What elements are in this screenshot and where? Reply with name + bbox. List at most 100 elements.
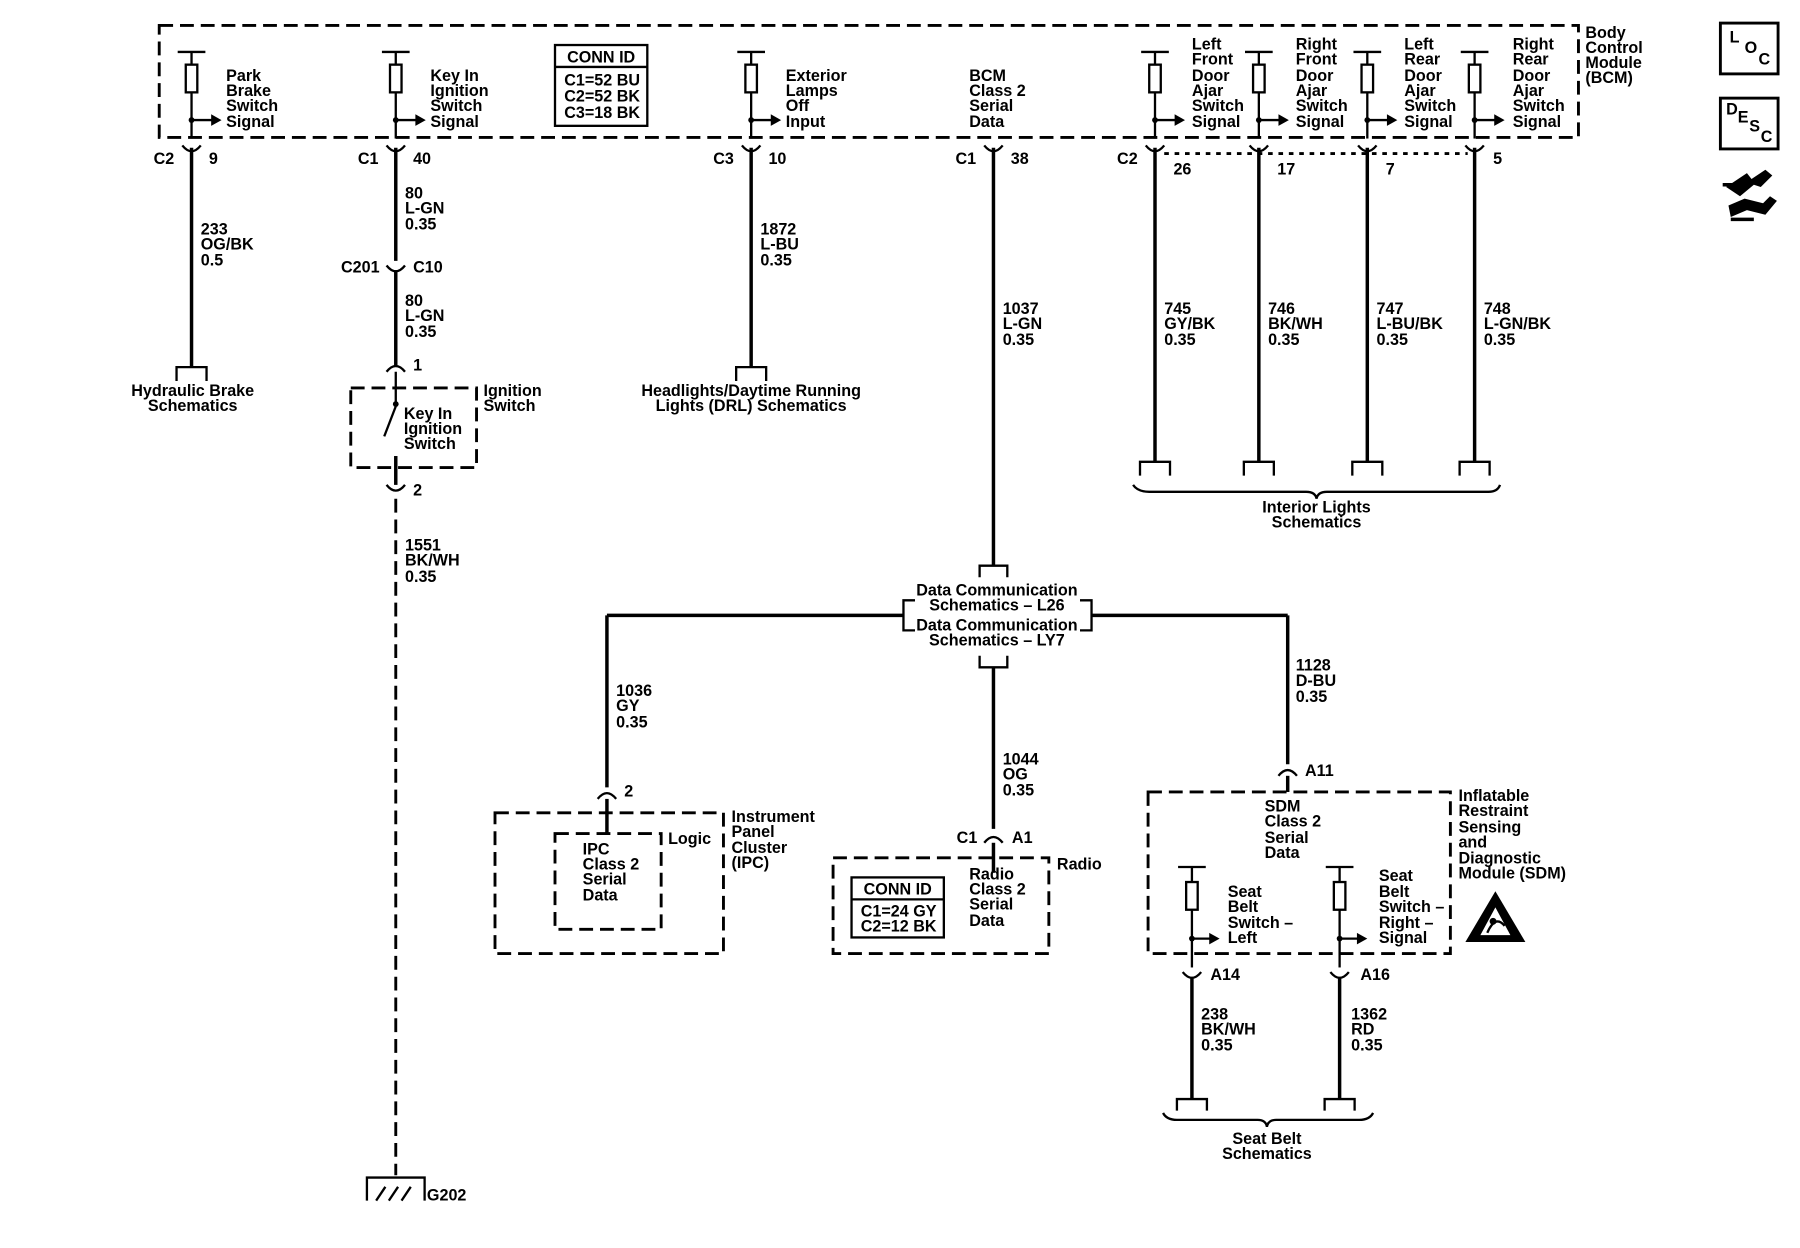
desc-icon[interactable]: D E S C <box>1718 96 1780 151</box>
seat-belt-left-wire-label: 238 BK/WH 0.35 <box>1201 1005 1256 1054</box>
svg-text:1362: 1362 <box>1351 1005 1387 1023</box>
radio-pin: A1 <box>1012 829 1033 847</box>
svg-text:0.35: 0.35 <box>616 713 647 731</box>
svg-text:Ajar: Ajar <box>1192 82 1224 100</box>
left-rear-door-wire-label: 747 L-BU/BK 0.35 <box>1377 300 1444 349</box>
exterior-lamps-label: Exterior Lamps Off Input <box>786 67 848 131</box>
svg-text:Signal: Signal <box>1296 113 1344 131</box>
svg-text:OG/BK: OG/BK <box>201 235 254 253</box>
headlights-drl-destination: Headlights/Daytime Running Lights (DRL) … <box>641 382 861 415</box>
svg-text:Class 2: Class 2 <box>583 855 640 873</box>
svg-text:Class 2: Class 2 <box>969 82 1026 100</box>
svg-text:and: and <box>1458 833 1487 851</box>
exterior-lamps-wire-label: 1872 L-BU 0.35 <box>760 220 799 269</box>
svg-text:RD: RD <box>1351 1020 1374 1038</box>
svg-text:Diagnostic: Diagnostic <box>1458 850 1541 868</box>
svg-text:C2=12 BK: C2=12 BK <box>861 918 937 936</box>
svg-text:E: E <box>1738 108 1749 126</box>
svg-text:Data Communication: Data Communication <box>916 616 1077 634</box>
ignition-ground-circuit: 1551 BK/WH 0.35 G202 <box>365 498 466 1205</box>
svg-text:Switch: Switch <box>1296 97 1348 115</box>
bcm-serial-data-label: BCM Class 2 Serial Data <box>969 67 1026 131</box>
svg-text:748: 748 <box>1484 300 1511 318</box>
ipc-wire-label: 1036 GY 0.35 <box>616 682 652 731</box>
svg-text:SDM: SDM <box>1265 798 1301 816</box>
seat-belt-right-circuit: Seat Belt Switch – Right – Signal A16 13… <box>1323 865 1444 1111</box>
svg-text:Input: Input <box>786 113 826 131</box>
radio-wire-label: 1044 OG 0.35 <box>1003 750 1039 799</box>
radio-conn-id-table: CONN ID C1=24 GY C2=12 BK <box>850 876 945 939</box>
svg-text:0.35: 0.35 <box>1377 331 1408 349</box>
right-rear-door-label: Right Rear Door Ajar Switch Signal <box>1513 36 1565 131</box>
svg-text:L-GN: L-GN <box>405 307 444 325</box>
svg-text:Serial: Serial <box>969 97 1013 115</box>
svg-text:BK/WH: BK/WH <box>1201 1020 1256 1038</box>
svg-text:0.35: 0.35 <box>1296 688 1327 706</box>
svg-text:0.35: 0.35 <box>405 216 436 234</box>
loc-icon[interactable]: L O C <box>1718 21 1780 76</box>
svg-text:Module (SDM): Module (SDM) <box>1458 865 1566 883</box>
sdm-inner-label: SDM Class 2 Serial Data <box>1265 798 1322 862</box>
svg-text:L-GN: L-GN <box>1003 315 1042 333</box>
svg-text:Ignition: Ignition <box>483 382 541 400</box>
svg-text:Seat Belt: Seat Belt <box>1232 1130 1302 1148</box>
bcm-serial-pin: 38 <box>1011 150 1029 168</box>
svg-text:Schematics – L26: Schematics – L26 <box>929 597 1064 615</box>
right-rear-door-pin: 5 <box>1493 150 1502 168</box>
left-rear-door-pin: 7 <box>1386 160 1395 178</box>
svg-text:Signal: Signal <box>1379 929 1427 947</box>
svg-text:Radio: Radio <box>969 866 1014 884</box>
airbag-warning-icon <box>1465 891 1526 943</box>
ignition-ground-wire-label: 1551 BK/WH 0.35 <box>405 537 460 586</box>
inline-connector-c10: C10 <box>413 258 443 276</box>
svg-text:Schematics: Schematics <box>1272 514 1362 532</box>
radio-connector: C1 <box>957 829 978 847</box>
diagnostic-tools-icon[interactable] <box>1722 169 1777 222</box>
radio-inner-label: Radio Class 2 Serial Data <box>969 866 1026 930</box>
svg-text:Ajar: Ajar <box>1296 82 1328 100</box>
svg-text:1872: 1872 <box>760 220 796 238</box>
svg-text:CONN ID: CONN ID <box>864 881 932 899</box>
hydraulic-brake-destination: Hydraulic Brake Schematics <box>131 382 254 415</box>
right-rear-door-circuit: Right Rear Door Ajar Switch Signal 5 748… <box>1458 36 1565 476</box>
bcm-serial-wire-label: 1037 L-GN 0.35 <box>1003 300 1042 349</box>
bcm-module-name: Body Control Module (BCM) <box>1585 24 1642 87</box>
svg-text:Park: Park <box>226 67 261 85</box>
svg-text:Data: Data <box>583 886 619 904</box>
svg-text:(BCM): (BCM) <box>1585 69 1633 87</box>
svg-text:Door: Door <box>1296 67 1334 85</box>
svg-text:C1=52 BU: C1=52 BU <box>564 71 640 89</box>
svg-text:0.35: 0.35 <box>405 568 436 586</box>
data-comm-ly7-label: Data Communication Schematics – LY7 <box>916 616 1077 649</box>
seat-belt-right-wire-label: 1362 RD 0.35 <box>1351 1005 1387 1054</box>
svg-text:Interior Lights: Interior Lights <box>1262 499 1370 517</box>
left-front-door-pin: 26 <box>1173 160 1191 178</box>
park-brake-label: Park Brake Switch Signal <box>226 67 278 131</box>
svg-text:Ajar: Ajar <box>1513 82 1545 100</box>
data-comm-l26-label: Data Communication Schematics – L26 <box>916 582 1077 615</box>
svg-text:Belt: Belt <box>1379 883 1410 901</box>
bcm-serial-data-circuit: BCM Class 2 Serial Data C1 38 1037 L-GN … <box>956 67 1042 566</box>
svg-text:Data: Data <box>1265 844 1301 862</box>
svg-text:Data: Data <box>969 912 1005 930</box>
svg-text:Serial: Serial <box>1265 829 1309 847</box>
svg-text:Seat: Seat <box>1228 883 1263 901</box>
svg-text:238: 238 <box>1201 1005 1228 1023</box>
right-front-door-label: Right Front Door Ajar Switch Signal <box>1296 36 1348 131</box>
seat-belt-right-label: Seat Belt Switch – Right – Signal <box>1379 867 1444 947</box>
svg-text:Door: Door <box>1513 67 1551 85</box>
svg-text:747: 747 <box>1377 300 1404 318</box>
svg-text:Schematics: Schematics <box>148 397 238 415</box>
svg-text:Ignition: Ignition <box>404 420 462 438</box>
interior-lights-destination: Interior Lights Schematics <box>1132 484 1502 532</box>
svg-text:Off: Off <box>786 97 810 115</box>
svg-text:0.35: 0.35 <box>405 323 436 341</box>
svg-text:L-BU/BK: L-BU/BK <box>1377 315 1444 333</box>
svg-text:Signal: Signal <box>226 113 274 131</box>
svg-text:Schematics – LY7: Schematics – LY7 <box>929 631 1065 649</box>
left-front-door-wire-label: 745 GY/BK 0.35 <box>1164 300 1215 349</box>
svg-text:1551: 1551 <box>405 537 441 555</box>
ignition-pin-2: 2 <box>413 481 422 499</box>
data-communication-splice: Data Communication Schematics – L26 Data… <box>605 564 1290 829</box>
